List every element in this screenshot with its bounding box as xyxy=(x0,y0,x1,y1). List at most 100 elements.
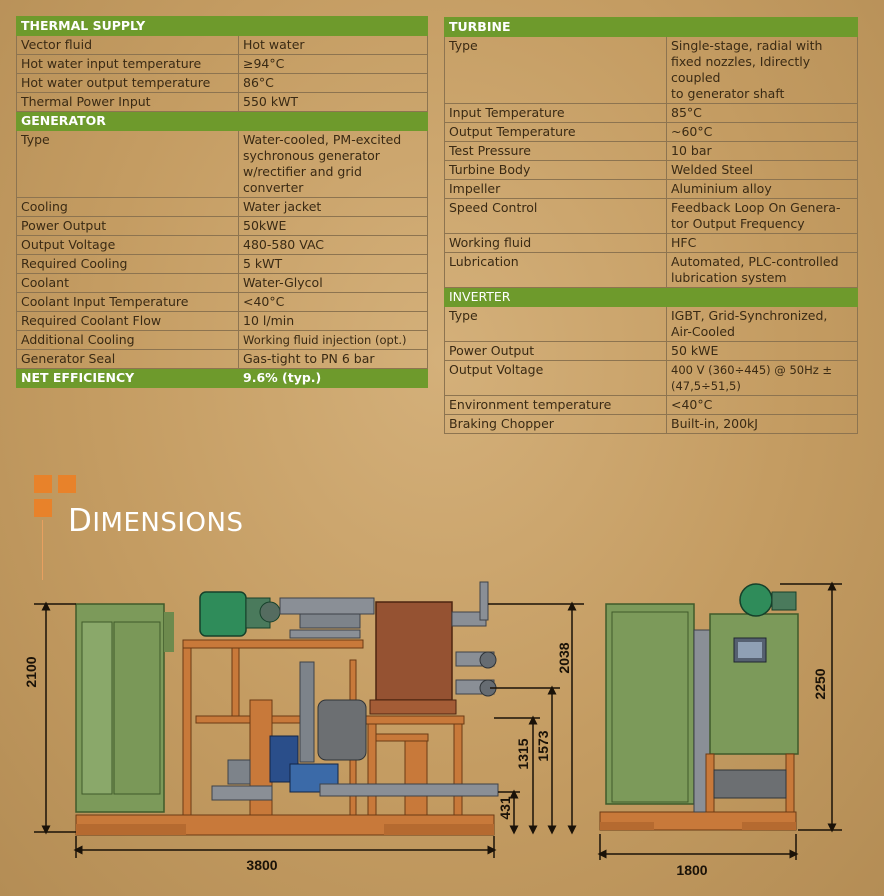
spec-value: 85°C xyxy=(665,103,859,123)
spec-value: Single-stage, radial with fixed nozzles,… xyxy=(665,36,859,104)
spec-label: Output Temperature xyxy=(444,122,667,142)
section-divider xyxy=(42,520,43,580)
spec-value: Gas-tight to PN 6 bar xyxy=(237,349,429,369)
spec-value: IGBT, Grid-Synchronized, Air-Cooled xyxy=(665,306,859,342)
spec-value: 86°C xyxy=(237,73,429,93)
spec-value: <40°C xyxy=(665,395,859,415)
dim-label-2100: 2100 xyxy=(23,656,39,687)
spec-label: Type xyxy=(444,36,667,104)
dim-label-2038: 2038 xyxy=(556,642,572,673)
turbine-header: TURBINE xyxy=(443,17,859,37)
spec-label: Impeller xyxy=(444,179,667,199)
dim-label-431: 431 xyxy=(497,796,513,820)
spec-label: Coolant Input Temperature xyxy=(16,292,239,312)
spec-label: Thermal Power Input xyxy=(16,92,239,112)
net-efficiency-row: NET EFFICIENCY 9.6% (typ.) xyxy=(16,368,429,388)
spec-label: Hot water output temperature xyxy=(16,73,239,93)
spec-label: Additional Cooling xyxy=(16,330,239,350)
spec-row: Hot water input temperature≥94°C xyxy=(16,54,429,74)
spec-value: ~60°C xyxy=(665,122,859,142)
spec-label: Lubrication xyxy=(444,252,667,288)
dimensions-title: DIMENSIONS xyxy=(68,503,244,539)
net-efficiency-label: NET EFFICIENCY xyxy=(16,368,239,388)
spec-value: Feedback Loop On Genera- tor Output Freq… xyxy=(665,198,859,234)
spec-label: Working fluid xyxy=(444,233,667,253)
spec-value: Welded Steel xyxy=(665,160,859,180)
spec-value: 10 l/min xyxy=(237,311,429,331)
dimension-lines xyxy=(34,581,842,860)
spec-value: 550 kWT xyxy=(237,92,429,112)
spec-label: Type xyxy=(444,306,667,342)
spec-label: Required Cooling xyxy=(16,254,239,274)
dim-label-3800: 3800 xyxy=(246,857,277,873)
spec-label: Speed Control xyxy=(444,198,667,234)
spec-value: Water jacket xyxy=(237,197,429,217)
spec-label: Coolant xyxy=(16,273,239,293)
spec-value: Water-cooled, PM-excited sychronous gene… xyxy=(237,130,429,198)
spec-label: Type xyxy=(16,130,239,198)
spec-label: Environment temperature xyxy=(444,395,667,415)
spec-value: Automated, PLC-controlled lubrication sy… xyxy=(665,252,859,288)
net-efficiency-value: 9.6% (typ.) xyxy=(237,368,429,388)
spec-value: ≥94°C xyxy=(237,54,429,74)
thermal-supply-header: THERMAL SUPPLY xyxy=(15,16,429,36)
spec-label: Required Coolant Flow xyxy=(16,311,239,331)
spec-label: Output Voltage xyxy=(16,235,239,255)
dim-label-1800: 1800 xyxy=(676,862,707,878)
dim-label-1573: 1573 xyxy=(535,730,551,761)
spec-value: Aluminium alloy xyxy=(665,179,859,199)
side-view-machine xyxy=(599,583,799,831)
spec-value: Water-Glycol xyxy=(237,273,429,293)
spec-label: Output Voltage xyxy=(444,360,667,396)
generator-header: GENERATOR xyxy=(15,111,429,131)
spec-value: 50kWE xyxy=(237,216,429,236)
spec-value: HFC xyxy=(665,233,859,253)
spec-value: Hot water xyxy=(237,35,429,55)
spec-value: 400 V (360÷445) @ 50Hz ± (47,5÷51,5) xyxy=(665,360,859,396)
spec-label: Vector fluid xyxy=(16,35,239,55)
spec-value: <40°C xyxy=(237,292,429,312)
spec-label: Braking Chopper xyxy=(444,414,667,434)
spec-label: Power Output xyxy=(444,341,667,361)
dim-label-2250: 2250 xyxy=(812,668,828,699)
spec-value: 10 bar xyxy=(665,141,859,161)
spec-value: 480-580 VAC xyxy=(237,235,429,255)
spec-row: Environment temperature<40°C xyxy=(444,395,859,415)
spec-label: Input Temperature xyxy=(444,103,667,123)
spec-label: Hot water input temperature xyxy=(16,54,239,74)
spec-label: Cooling xyxy=(16,197,239,217)
spec-label: Power Output xyxy=(16,216,239,236)
spec-label: Test Pressure xyxy=(444,141,667,161)
spec-label: Generator Seal xyxy=(16,349,239,369)
spec-value: Working fluid injection (opt.) xyxy=(237,330,429,350)
inverter-header: INVERTER xyxy=(443,287,859,307)
dimensions-drawing: 2100 2038 1573 1315 431 3800 2250 1800 xyxy=(23,581,842,878)
spec-row: Output Temperature~60°C xyxy=(444,122,859,142)
spec-label: Turbine Body xyxy=(444,160,667,180)
spec-value: 50 kWE xyxy=(665,341,859,361)
spec-value: 5 kWT xyxy=(237,254,429,274)
